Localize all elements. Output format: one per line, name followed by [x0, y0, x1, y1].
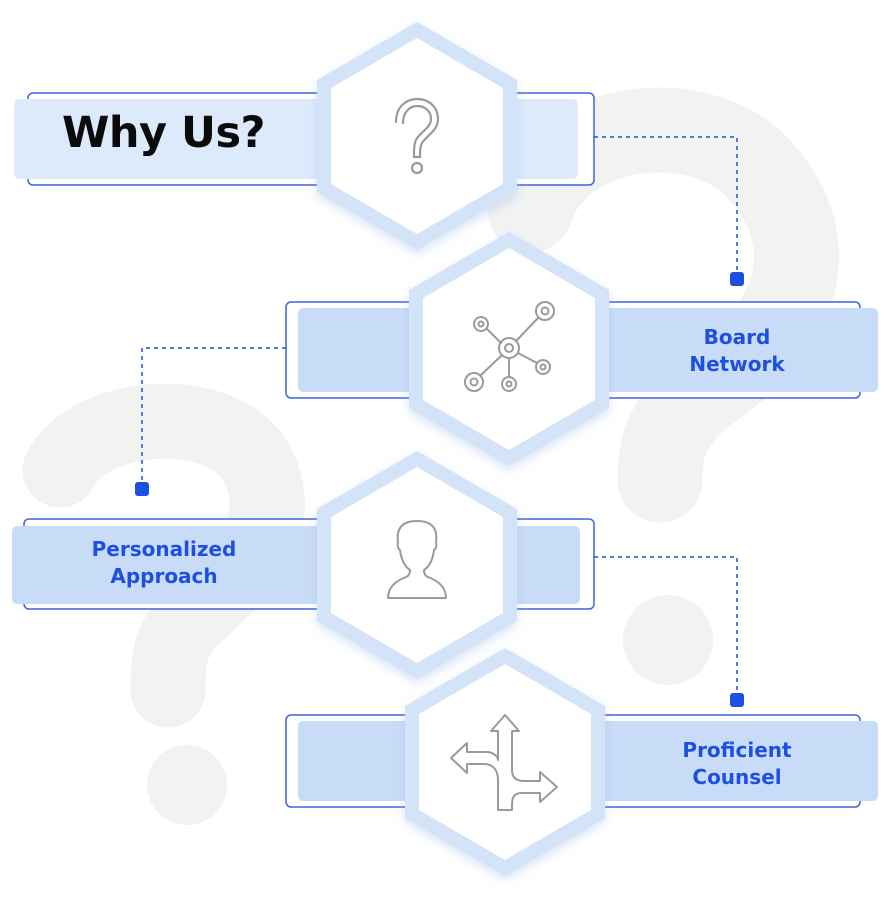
connector-1 — [594, 136, 738, 272]
watermark-dot-small — [147, 745, 227, 825]
question-mark-icon — [394, 97, 440, 175]
personalized-approach-label-line2: Approach — [110, 564, 218, 588]
connector-3 — [594, 556, 738, 693]
hexagon-arrows — [405, 648, 605, 876]
personalized-approach-label: Personalized Approach — [62, 536, 266, 590]
connector-endpoint-3 — [730, 693, 744, 707]
board-network-label-line2: Network — [689, 352, 785, 376]
connector-endpoint-1 — [730, 272, 744, 286]
board-network-label: Board Network — [666, 324, 808, 378]
connector-2 — [141, 347, 286, 482]
personalized-approach-label-line1: Personalized — [91, 537, 237, 561]
page-title: Why Us? — [62, 108, 266, 158]
hexagon-person — [317, 451, 517, 679]
connector-endpoints — [135, 272, 744, 707]
board-network-label-line1: Board — [703, 325, 771, 349]
proficient-counsel-label: Proficient Counsel — [660, 737, 814, 791]
connector-endpoint-2 — [135, 482, 149, 496]
watermark-dot-large — [623, 595, 713, 685]
watermark-question-small — [22, 383, 305, 728]
person-icon — [387, 520, 447, 599]
hexagon-question — [317, 22, 517, 250]
proficient-counsel-label-line2: Counsel — [692, 765, 782, 789]
hexagon-network — [409, 232, 609, 466]
network-icon — [464, 301, 555, 392]
proficient-counsel-label-line1: Proficient — [682, 738, 792, 762]
split-arrows-icon — [450, 714, 558, 811]
connectors — [141, 136, 738, 693]
